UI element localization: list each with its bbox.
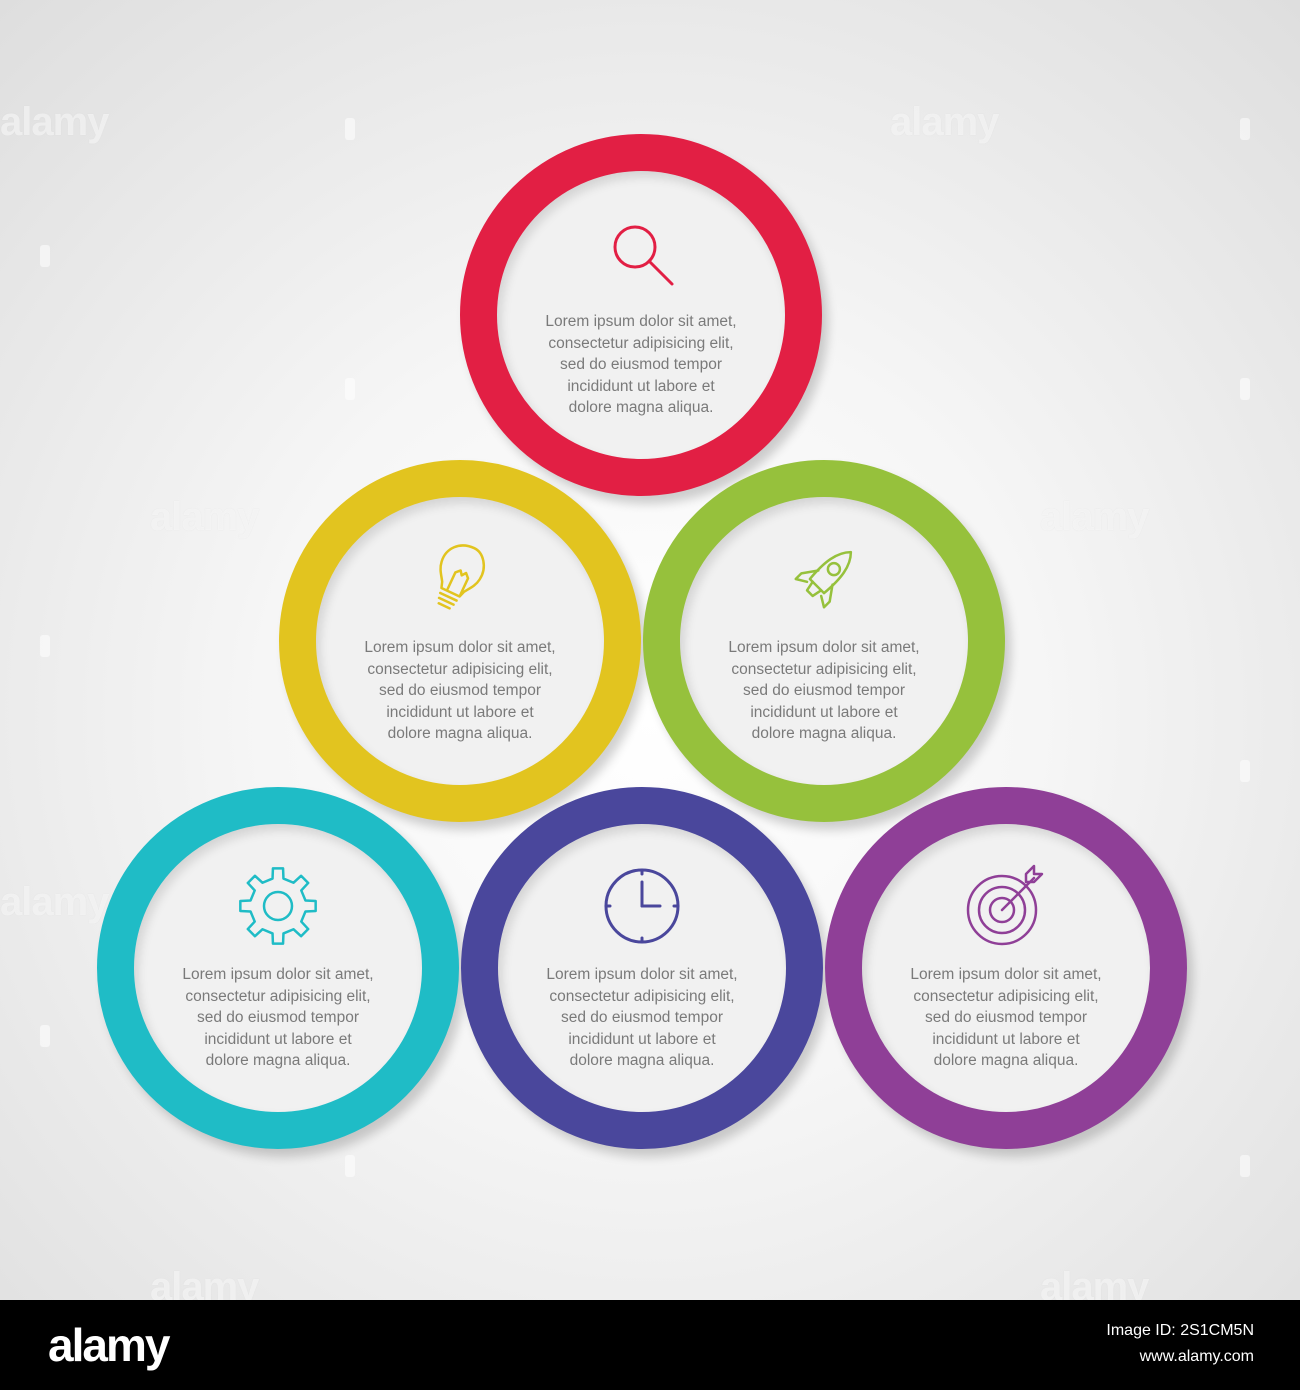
- infographic-canvas: alamyalamyalamyalamyalamyalamyalamyalamy…: [0, 0, 1300, 1300]
- watermark-text: alamy: [1040, 1265, 1149, 1300]
- text-line: incididunt ut labore et: [750, 703, 898, 721]
- text-line: dolore magna aliqua.: [569, 1052, 715, 1069]
- ring-target-text: Lorem ipsum dolor sit amet, consectetur …: [880, 964, 1132, 1072]
- brand-logo: alamy: [48, 1319, 170, 1371]
- clock-icon: [596, 860, 688, 952]
- text-line: incididunt ut labore et: [567, 377, 715, 395]
- text-line: consectetur adipisicing elit,: [185, 987, 371, 1005]
- text-line: consectetur adipisicing elit,: [548, 334, 734, 352]
- watermark-text: alamy: [1040, 495, 1149, 539]
- site-url: www.alamy.com: [1139, 1348, 1254, 1365]
- text-line: consectetur adipisicing elit,: [731, 660, 917, 678]
- ring-search-text: Lorem ipsum dolor sit amet, consectetur …: [515, 311, 767, 419]
- watermark-mark: [1240, 1155, 1250, 1177]
- lightbulb-icon: [414, 533, 506, 625]
- text-line: Lorem ipsum dolor sit amet,: [545, 313, 737, 330]
- watermark-mark: [1240, 118, 1250, 140]
- watermark-mark: [345, 1155, 355, 1177]
- text-line: incididunt ut labore et: [386, 703, 534, 721]
- watermark-text: alamy: [150, 1265, 259, 1300]
- watermark-mark: [345, 118, 355, 140]
- watermark-mark: [40, 635, 50, 657]
- text-line: sed do eiusmod tempor: [561, 1009, 723, 1026]
- ring-launch-text: Lorem ipsum dolor sit amet, consectetur …: [698, 637, 950, 745]
- text-line: Lorem ipsum dolor sit amet,: [364, 639, 556, 656]
- ring-settings: Lorem ipsum dolor sit amet, consectetur …: [97, 787, 459, 1149]
- watermark-text: alamy: [890, 100, 999, 144]
- footer-bar: alamy Image ID: 2S1CM5N www.alamy.com: [0, 1300, 1300, 1390]
- ring-idea-text: Lorem ipsum dolor sit amet, consectetur …: [334, 637, 586, 745]
- text-line: dolore magna aliqua.: [387, 725, 533, 742]
- text-line: sed do eiusmod tempor: [743, 682, 905, 699]
- text-line: sed do eiusmod tempor: [197, 1009, 359, 1026]
- watermark-text: alamy: [0, 100, 109, 144]
- ring-time-text: Lorem ipsum dolor sit amet, consectetur …: [516, 964, 768, 1072]
- ring-settings-text: Lorem ipsum dolor sit amet, consectetur …: [152, 964, 404, 1072]
- watermark-mark: [345, 378, 355, 400]
- image-id-label: Image ID: 2S1CM5N: [1106, 1322, 1254, 1339]
- ring-search: Lorem ipsum dolor sit amet, consectetur …: [460, 134, 822, 496]
- text-line: incididunt ut labore et: [932, 1030, 1080, 1048]
- text-line: consectetur adipisicing elit,: [913, 987, 1099, 1005]
- watermark-mark: [40, 245, 50, 267]
- text-line: Lorem ipsum dolor sit amet,: [910, 966, 1102, 983]
- text-line: consectetur adipisicing elit,: [549, 987, 735, 1005]
- ring-target: Lorem ipsum dolor sit amet, consectetur …: [825, 787, 1187, 1149]
- text-line: incididunt ut labore et: [568, 1030, 716, 1048]
- text-line: dolore magna aliqua.: [751, 725, 897, 742]
- ring-launch: Lorem ipsum dolor sit amet, consectetur …: [643, 460, 1005, 822]
- text-line: dolore magna aliqua.: [205, 1052, 351, 1069]
- text-line: Lorem ipsum dolor sit amet,: [546, 966, 738, 983]
- rocket-icon: [778, 533, 870, 625]
- gear-icon: [232, 860, 324, 952]
- text-line: consectetur adipisicing elit,: [367, 660, 553, 678]
- text-line: sed do eiusmod tempor: [925, 1009, 1087, 1026]
- ring-time: Lorem ipsum dolor sit amet, consectetur …: [461, 787, 823, 1149]
- watermark-text: alamy: [150, 495, 259, 539]
- text-line: dolore magna aliqua.: [933, 1052, 1079, 1069]
- text-line: Lorem ipsum dolor sit amet,: [182, 966, 374, 983]
- text-line: sed do eiusmod tempor: [560, 356, 722, 373]
- text-line: incididunt ut labore et: [204, 1030, 352, 1048]
- text-line: Lorem ipsum dolor sit amet,: [728, 639, 920, 656]
- text-line: sed do eiusmod tempor: [379, 682, 541, 699]
- target-icon: [960, 860, 1052, 952]
- watermark-mark: [1240, 760, 1250, 782]
- text-line: dolore magna aliqua.: [568, 399, 714, 416]
- watermark-mark: [1240, 378, 1250, 400]
- ring-idea: Lorem ipsum dolor sit amet, consectetur …: [279, 460, 641, 822]
- watermark-text: alamy: [0, 880, 109, 924]
- watermark-mark: [40, 1025, 50, 1047]
- magnifier-icon: [595, 207, 687, 299]
